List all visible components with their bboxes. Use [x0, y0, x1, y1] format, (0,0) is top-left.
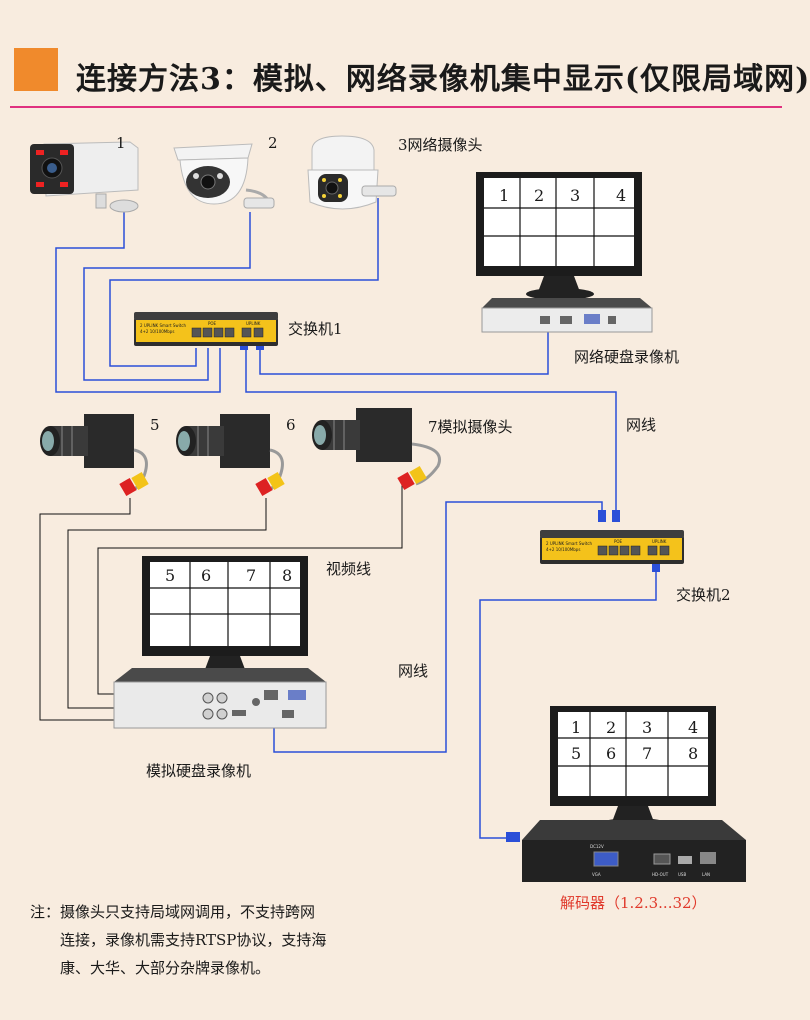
decoder-cell-3: 3 [642, 718, 653, 737]
ptz-camera-icon [307, 135, 397, 210]
network-cable-label-2: 网线 [398, 662, 429, 680]
decoder-port-usb: USB [678, 872, 686, 877]
box-camera-icon [312, 408, 441, 491]
video-decoder: VGA HD-OUT USB LAN DC12V [522, 820, 746, 882]
bullet-camera-icon [30, 141, 139, 213]
dvr-cell-7: 7 [246, 566, 257, 585]
nvr-cell-1: 1 [499, 186, 510, 205]
dvr-cell-8: 8 [282, 566, 293, 585]
decoder-cell-6: 6 [606, 744, 617, 763]
footnote-line-3: 康、大华、大部分杂牌录像机。 [60, 959, 271, 977]
cam2-network-wire [83, 212, 251, 381]
cam3-label: 3网络摄像头 [398, 136, 483, 154]
footnote-line-1: 注：摄像头只支持局域网调用，不支持跨网 [30, 903, 316, 921]
switch1-poe-text: POE [208, 321, 217, 326]
dvr-label: 模拟硬盘录像机 [146, 762, 252, 780]
decoder-cell-8: 8 [688, 744, 699, 763]
rj45-plug [612, 510, 620, 522]
switch2-label: 交换机2 [676, 586, 731, 604]
nvr-recorder [481, 298, 653, 333]
switch2-panel-text: 2 UPLINK Smart Switch [546, 541, 593, 546]
nvr-label: 网络硬盘录像机 [574, 348, 680, 366]
switch1-panel-text: 2 UPLINK Smart Switch [140, 323, 187, 328]
cam5-label: 5 [150, 416, 160, 434]
decoder-port-lan: LAN [702, 872, 710, 877]
network-switch-1: 2 UPLINK Smart Switch 4+2 10/100Mbps POE… [134, 312, 278, 346]
dome-camera-icon [173, 143, 275, 209]
cam3-network-wire [109, 198, 379, 367]
switch2-uplink-text: UPLINK [652, 539, 667, 544]
nvr-monitor [476, 172, 642, 300]
blue-wires [55, 198, 657, 839]
footnote-line-2: 连接，录像机需支持RTSP协议，支持海 [60, 931, 327, 949]
switch1-to-switch2-wire [245, 350, 617, 520]
box-camera-icon [176, 414, 285, 497]
dvr-cell-5: 5 [165, 566, 176, 585]
nvr-cell-4: 4 [616, 186, 627, 205]
title-divider [10, 106, 782, 108]
switch1-uplink-text: UPLINK [246, 321, 261, 326]
switch1-label: 交换机1 [288, 320, 343, 338]
decoder-port-dc: DC12V [590, 844, 604, 849]
video-cable-label: 视频线 [326, 560, 372, 578]
dvr-recorder [113, 668, 327, 729]
box-camera-icon [40, 414, 149, 497]
rj45-plug [598, 510, 606, 522]
nvr-cell-2: 2 [534, 186, 545, 205]
page-title: 连接方法3：模拟、网络录像机集中显示(仅限局域网) [76, 62, 810, 97]
footnote: 注：摄像头只支持局域网调用，不支持跨网 连接，录像机需支持RTSP协议，支持海 … [30, 898, 390, 982]
switch2-to-decoder-wire [479, 566, 657, 839]
decoder-port-hd: HD-OUT [652, 872, 669, 877]
cam6-video-wire [67, 498, 267, 709]
cam2-label: 2 [268, 134, 278, 152]
cam1-network-wire [55, 210, 221, 393]
rj45-plug [652, 562, 660, 572]
cam5-video-wire [39, 498, 196, 721]
decoder-cell-7: 7 [642, 744, 653, 763]
switch1-panel-text2: 4+2 10/100Mbps [140, 329, 174, 334]
wiring-layer [39, 198, 660, 842]
decoder-cell-5: 5 [571, 744, 582, 763]
nvr-cell-3: 3 [570, 186, 581, 205]
cam1-label: 1 [116, 134, 126, 152]
decoder-cell-1: 1 [571, 718, 582, 737]
switch2-poe-text: POE [614, 539, 623, 544]
decoder-cell-2: 2 [606, 718, 617, 737]
decoder-port-vga: VGA [592, 872, 601, 877]
cam7-label: 7模拟摄像头 [428, 418, 513, 436]
decoder-cell-4: 4 [688, 718, 699, 737]
title-block: 连接方法3：模拟、网络录像机集中显示(仅限局域网) [0, 0, 809, 112]
cam6-label: 6 [286, 416, 296, 434]
rj45-plug [506, 832, 520, 842]
switch2-panel-text2: 4+2 10/100Mbps [546, 547, 580, 552]
switch2-to-dvr-wire [273, 501, 603, 753]
network-switch-2: 2 UPLINK Smart Switch 4+2 10/100Mbps POE… [540, 530, 684, 564]
switch1-to-nvr-wire [259, 332, 549, 375]
decoder-label: 解码器（1.2.3...32） [560, 894, 707, 912]
title-accent-square [14, 48, 58, 91]
network-cable-label-1: 网线 [626, 416, 657, 434]
dvr-cell-6: 6 [201, 566, 212, 585]
